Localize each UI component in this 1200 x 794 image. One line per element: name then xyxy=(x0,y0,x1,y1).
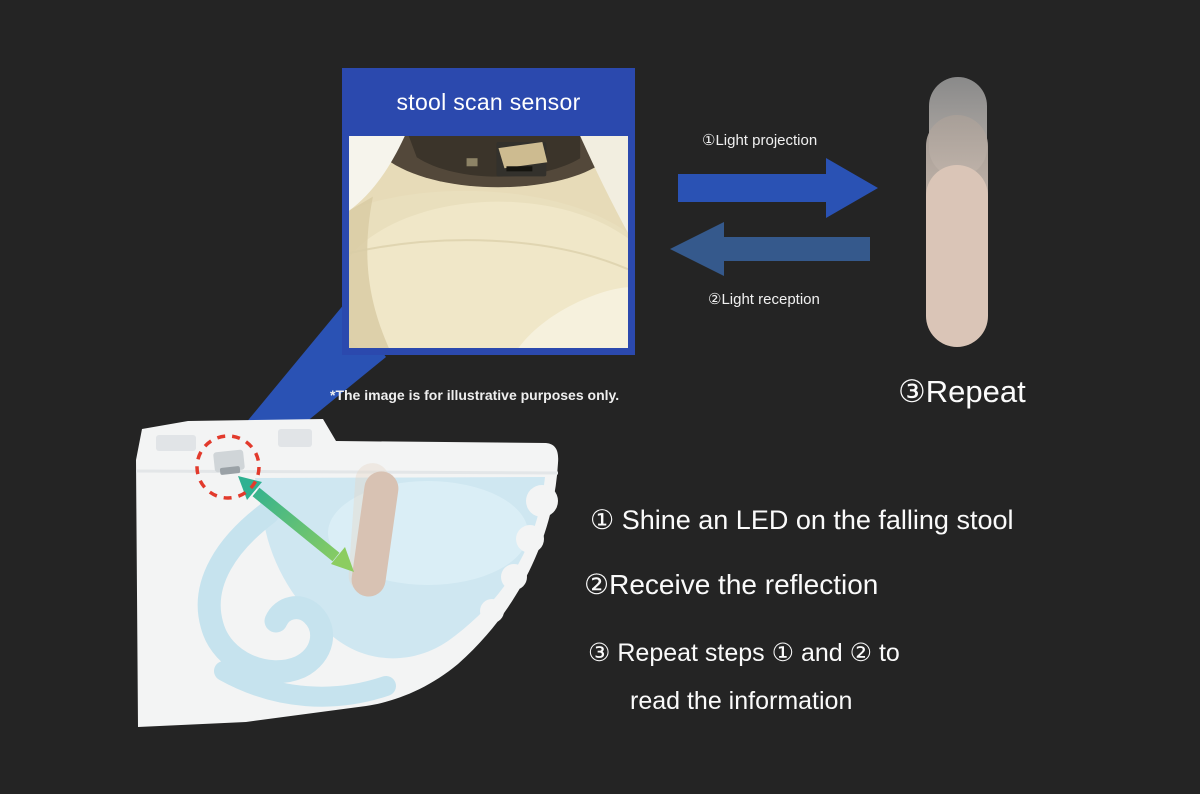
step-1-text: ① Shine an LED on the falling stool xyxy=(590,505,1014,535)
light-projection-arrow xyxy=(678,158,878,218)
sensor-photo-art xyxy=(349,136,628,348)
step-3-text-line2: read the information xyxy=(630,687,853,715)
sensor-panel-title: stool scan sensor xyxy=(396,88,581,115)
stool-in-water xyxy=(351,471,399,597)
step-2-text: ②Receive the reflection xyxy=(584,569,879,600)
light-path-arrow xyxy=(252,487,340,562)
sensor-module-in-photo xyxy=(496,142,548,177)
trap-channel xyxy=(197,501,333,684)
step-3-text-line1: ③ Repeat steps ① and ② to xyxy=(588,639,900,667)
photo-disclaimer: *The image is for illustrative purposes … xyxy=(330,387,620,403)
toilet-cross-section xyxy=(135,419,559,727)
light-projection-label: ①Light projection xyxy=(702,132,818,149)
light-reception-label: ②Light reception xyxy=(708,291,820,308)
light-reception-arrow xyxy=(670,222,870,276)
stool-scan-sensor-panel: stool scan sensor xyxy=(342,68,635,355)
sensor-highlight-circle xyxy=(195,434,261,500)
repeat-label: ③Repeat xyxy=(898,374,1026,409)
falling-stool-illustration xyxy=(926,77,988,347)
sensor-photo xyxy=(349,136,628,348)
outlet-channel xyxy=(214,661,396,707)
